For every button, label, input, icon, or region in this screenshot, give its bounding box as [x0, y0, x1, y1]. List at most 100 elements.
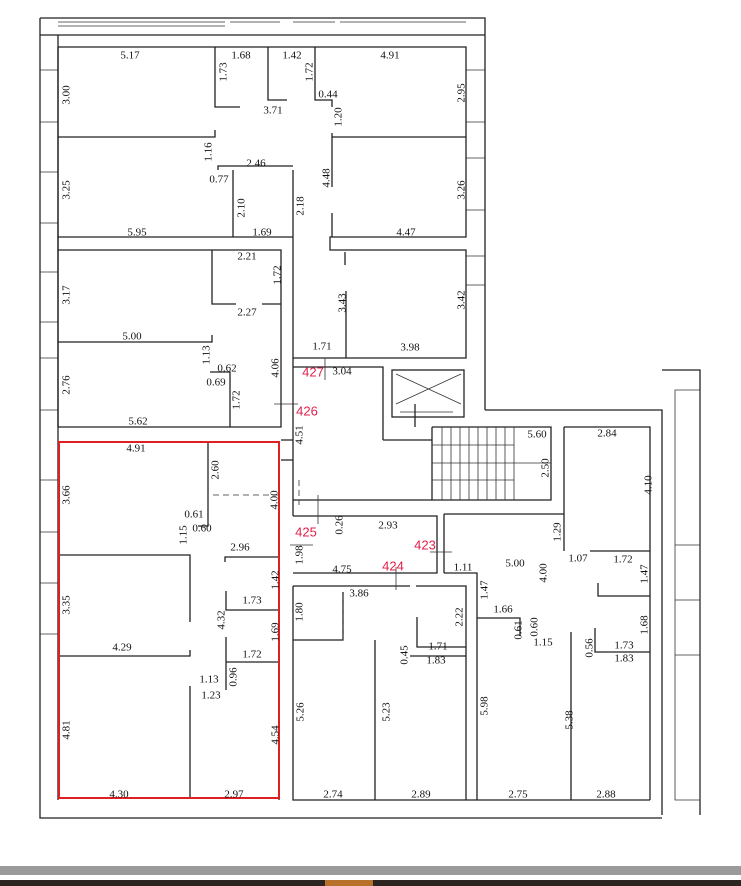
dim-label: 3.17 — [61, 285, 73, 305]
dim-label: 1.69 — [270, 622, 282, 642]
dim-label: 0.96 — [228, 667, 240, 687]
dim-label: 1.72 — [272, 265, 284, 284]
dim-label: 4.75 — [332, 564, 352, 576]
dim-label: 1.42 — [282, 50, 301, 62]
dim-label: 2.27 — [237, 307, 257, 319]
dim-label: 4.51 — [294, 425, 306, 444]
dim-label: 4.00 — [538, 563, 550, 583]
dim-label: 1.29 — [552, 522, 564, 542]
dim-label: 4.06 — [270, 358, 282, 378]
dim-label: 1.72 — [613, 554, 632, 566]
dim-label: 1.47 — [479, 580, 491, 600]
dim-label: 5.23 — [381, 702, 393, 722]
dim-label: 0.61 — [513, 620, 525, 639]
dim-label: 2.74 — [323, 789, 343, 801]
room-427[interactable]: 427 — [302, 364, 324, 379]
dim-label: 1.15 — [533, 637, 553, 649]
dim-label: 3.00 — [61, 85, 73, 105]
dim-label: 1.73 — [218, 62, 230, 82]
dim-label: 3.25 — [61, 180, 73, 200]
highlighted-area — [58, 441, 280, 799]
dim-label: 0.60 — [529, 617, 541, 637]
dim-label: 1.98 — [294, 545, 306, 565]
dim-label: 4.47 — [396, 227, 416, 239]
dim-label: 2.10 — [236, 198, 248, 218]
room-423[interactable]: 423 — [414, 537, 436, 552]
dim-label: 5.17 — [120, 50, 140, 62]
dim-label: 0.45 — [399, 645, 411, 665]
room-425[interactable]: 425 — [295, 524, 317, 539]
walls — [39, 17, 701, 819]
dim-label: 5.26 — [295, 702, 307, 722]
dim-label: 3.71 — [263, 105, 282, 117]
dim-label: 1.71 — [428, 641, 447, 653]
dim-label: 3.43 — [337, 293, 349, 313]
dim-label: 5.60 — [527, 429, 547, 441]
dim-label: 4.00 — [269, 490, 281, 510]
dim-label: 4.29 — [112, 642, 132, 654]
dim-label: 4.81 — [61, 720, 73, 739]
dim-label: 2.60 — [210, 460, 222, 480]
dim-label: 2.75 — [508, 789, 528, 801]
dim-label: 4.54 — [270, 725, 282, 745]
dim-label: 2.93 — [378, 520, 398, 532]
dim-label: 1.73 — [242, 595, 262, 607]
dim-label: 3.98 — [400, 342, 420, 354]
dim-label: 1.72 — [304, 62, 316, 81]
dim-label: 3.66 — [61, 485, 73, 505]
dim-label: 4.32 — [216, 610, 228, 629]
dim-label: 2.18 — [295, 196, 307, 216]
dim-label: 1.66 — [493, 604, 513, 616]
taskbar-active-item[interactable] — [325, 880, 373, 886]
dim-label: 0.61 — [184, 509, 203, 521]
dim-label: 1.13 — [201, 345, 213, 365]
dim-label: 1.16 — [203, 142, 215, 162]
dim-label: 4.48 — [321, 168, 333, 188]
dim-label: 2.21 — [237, 251, 256, 263]
dim-label: 0.77 — [209, 174, 229, 186]
room-424[interactable]: 424 — [382, 558, 404, 573]
dim-label: 2.50 — [540, 458, 552, 478]
room-numbers: 427 426 425 424 423 — [295, 364, 436, 573]
dim-label: 5.00 — [122, 331, 142, 343]
dimension-labels: 5.17 1.68 1.42 4.91 1.73 1.72 3.00 2.95 … — [61, 50, 655, 801]
dim-label: 1.13 — [199, 674, 219, 686]
dim-label: 1.11 — [454, 562, 473, 574]
dim-label: 2.76 — [61, 375, 73, 395]
dim-label: 4.91 — [380, 50, 399, 62]
dim-label: 4.30 — [109, 789, 129, 801]
dim-label: 5.00 — [505, 558, 525, 570]
dim-label: 0.69 — [206, 377, 226, 389]
room-426[interactable]: 426 — [296, 403, 318, 418]
dim-label: 1.42 — [270, 570, 282, 589]
dim-label: 5.38 — [564, 710, 576, 730]
dim-label: 1.72 — [242, 649, 261, 661]
dim-label: 0.44 — [318, 89, 338, 101]
dim-label: 3.86 — [349, 588, 369, 600]
dim-label: 1.83 — [426, 655, 446, 667]
dim-label: 2.97 — [224, 789, 244, 801]
dim-label: 2.84 — [597, 428, 617, 440]
dim-label: 5.98 — [479, 696, 491, 716]
dim-label: 1.73 — [614, 640, 634, 652]
dim-label: 0.26 — [334, 515, 346, 535]
dim-label: 0.62 — [217, 363, 236, 375]
dim-label: 1.83 — [614, 653, 634, 665]
dim-label: 1.23 — [201, 690, 221, 702]
dim-label: 2.96 — [230, 542, 250, 554]
dim-label: 1.68 — [639, 615, 651, 635]
taskbar — [0, 880, 741, 886]
horizontal-scrollbar[interactable] — [0, 866, 741, 875]
dim-label: 1.80 — [294, 602, 306, 622]
dim-label: 0.60 — [192, 523, 212, 535]
dim-label: 2.46 — [246, 158, 266, 170]
dim-label: 1.15 — [178, 525, 190, 545]
dim-label: 1.20 — [333, 107, 345, 127]
dim-label: 4.10 — [643, 475, 655, 495]
dim-label: 1.71 — [312, 341, 331, 353]
dim-label: 3.42 — [456, 290, 468, 309]
dim-label: 1.07 — [568, 553, 588, 565]
dim-label: 3.04 — [332, 366, 352, 378]
dim-label: 2.88 — [596, 789, 616, 801]
dim-label: 1.69 — [252, 227, 272, 239]
